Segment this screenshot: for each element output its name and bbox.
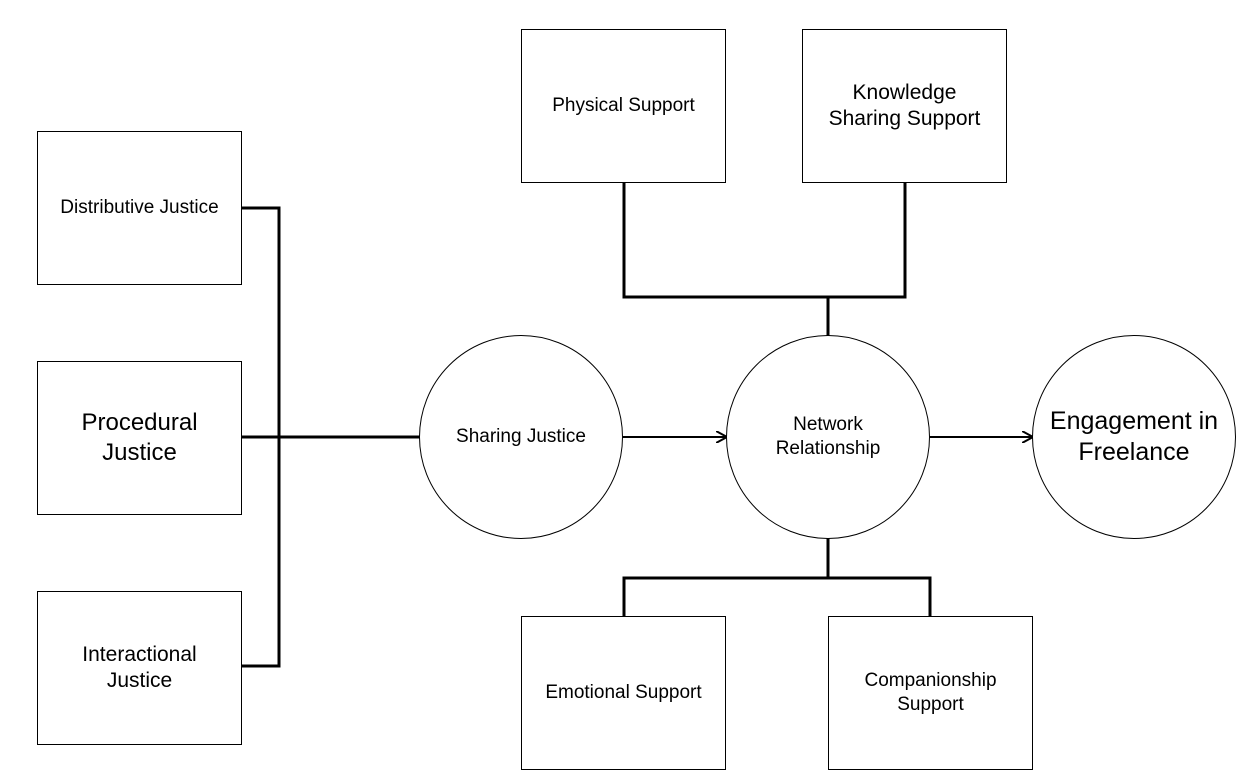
distributive-justice-label: Distributive Justice [60, 197, 219, 219]
interactional-justice-label: Interactional Justice [82, 642, 197, 692]
network-relationship-circle: Network Relationship [726, 335, 930, 539]
companionship-support-box: Companionship Support [828, 616, 1033, 770]
companionship-support-label: Companionship Support [864, 670, 997, 715]
sharing-justice-label: Sharing Justice [456, 426, 586, 448]
procedural-justice-box: Procedural Justice [37, 361, 242, 515]
knowledge-sharing-support-box: Knowledge Sharing Support [802, 29, 1007, 183]
emotional-support-label: Emotional Support [545, 682, 702, 704]
engagement-in-freelance-circle: Engagement in Freelance [1032, 335, 1236, 539]
interactional-justice-box: Interactional Justice [37, 591, 242, 745]
procedural-justice-label: Procedural Justice [81, 409, 198, 466]
knowledge-sharing-support-label: Knowledge Sharing Support [828, 81, 981, 131]
engagement-in-freelance-label: Engagement in Freelance [1049, 406, 1219, 466]
physical-support-label: Physical Support [552, 95, 695, 116]
network-relationship-label: Network Relationship [775, 414, 881, 459]
sharing-justice-circle: Sharing Justice [419, 335, 623, 539]
distributive-justice-box: Distributive Justice [37, 131, 242, 285]
emotional-support-box: Emotional Support [521, 616, 726, 770]
physical-support-box: Physical Support [521, 29, 726, 183]
